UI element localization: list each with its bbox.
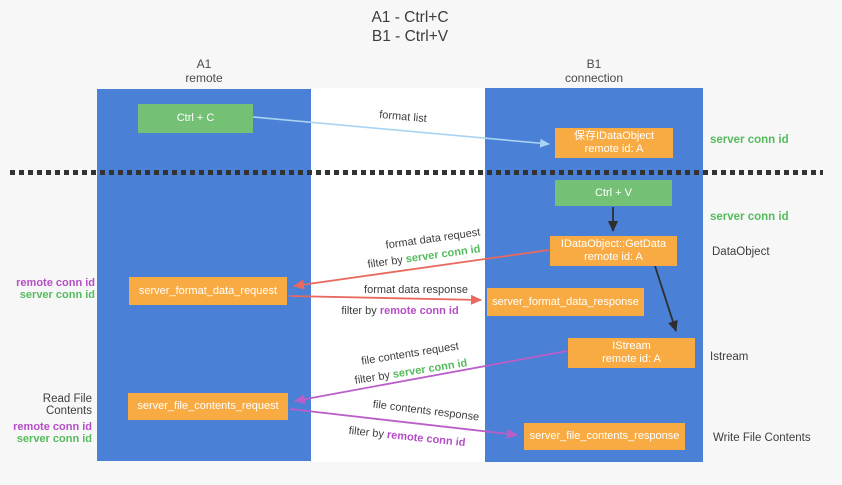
node-istream-line2: remote id: A xyxy=(602,353,661,365)
label-remote-conn-id-left-2: remote conn id xyxy=(13,421,92,433)
node-save-idataobject-line2: remote id: A xyxy=(584,143,644,155)
label-format-data-response: format data response xyxy=(364,284,468,296)
node-server-file-contents-request: server_file_contents_request xyxy=(128,393,288,420)
label-server-conn-id-left-2: server conn id xyxy=(16,433,92,445)
filter-by-text: filter by xyxy=(341,305,377,317)
label-remote-conn-id-left-1: remote conn id xyxy=(16,277,95,289)
lane-header-b1: B1 connection xyxy=(485,57,703,85)
title-line-b1: B1 - Ctrl+V xyxy=(371,28,449,45)
node-ctrl-c-label: Ctrl + C xyxy=(176,112,215,124)
node-idataobject-getdata: IDataObject::GetData remote id: A xyxy=(550,236,677,266)
diagram-title: A1 - Ctrl+C B1 - Ctrl+V xyxy=(0,8,820,46)
label-write-file-contents: Write File Contents xyxy=(713,432,811,444)
node-server-format-data-request: server_format_data_request xyxy=(129,277,287,305)
label-conn-ids-file: Read File Contents remote conn id server… xyxy=(0,393,92,445)
lane-a1-name: A1 xyxy=(196,57,212,71)
node-istream: IStream remote id: A xyxy=(568,338,695,368)
label-conn-ids-format: remote conn id server conn id xyxy=(16,277,95,301)
label-server-conn-id-mid-right: server conn id xyxy=(710,211,789,223)
node-format-request-label: server_format_data_request xyxy=(138,284,278,297)
remote-conn-id-text: remote conn id xyxy=(379,305,459,317)
lane-a1-role: remote xyxy=(185,71,223,85)
node-getdata-line1: IDataObject::GetData xyxy=(560,238,667,250)
lane-b1-name: B1 xyxy=(586,57,602,71)
node-ctrl-v-label: Ctrl + V xyxy=(595,186,632,199)
node-istream-line1: IStream xyxy=(612,340,651,352)
node-file-request-label: server_file_contents_request xyxy=(137,400,279,412)
node-server-format-data-response: server_format_data_response xyxy=(487,288,644,316)
label-filter-by-remote-conn-id-1: filter by remote conn id xyxy=(341,305,458,317)
title-line-a1: A1 - Ctrl+C xyxy=(371,9,449,26)
label-istream: Istream xyxy=(710,351,749,363)
node-save-idataobject: 保存IDataObject remote id: A xyxy=(555,128,673,158)
node-format-response-label: server_format_data_response xyxy=(492,295,639,308)
node-ctrl-v: Ctrl + V xyxy=(555,180,672,206)
node-server-file-contents-response: server_file_contents_response xyxy=(524,423,685,450)
node-save-idataobject-line1: 保存IDataObject xyxy=(573,130,655,142)
node-ctrl-c: Ctrl + C xyxy=(138,104,253,133)
node-file-response-label: server_file_contents_response xyxy=(529,430,680,442)
lane-header-a1: A1 remote xyxy=(97,57,311,85)
node-getdata-line2: remote id: A xyxy=(584,251,643,263)
label-server-conn-id-left-1: server conn id xyxy=(19,289,95,301)
label-server-conn-id-top-right: server conn id xyxy=(710,134,789,146)
label-read-file-contents: Read File Contents xyxy=(42,393,92,417)
label-dataobject: DataObject xyxy=(712,246,770,258)
separator-dotted-line xyxy=(10,170,823,175)
lane-b1-role: connection xyxy=(564,71,624,85)
